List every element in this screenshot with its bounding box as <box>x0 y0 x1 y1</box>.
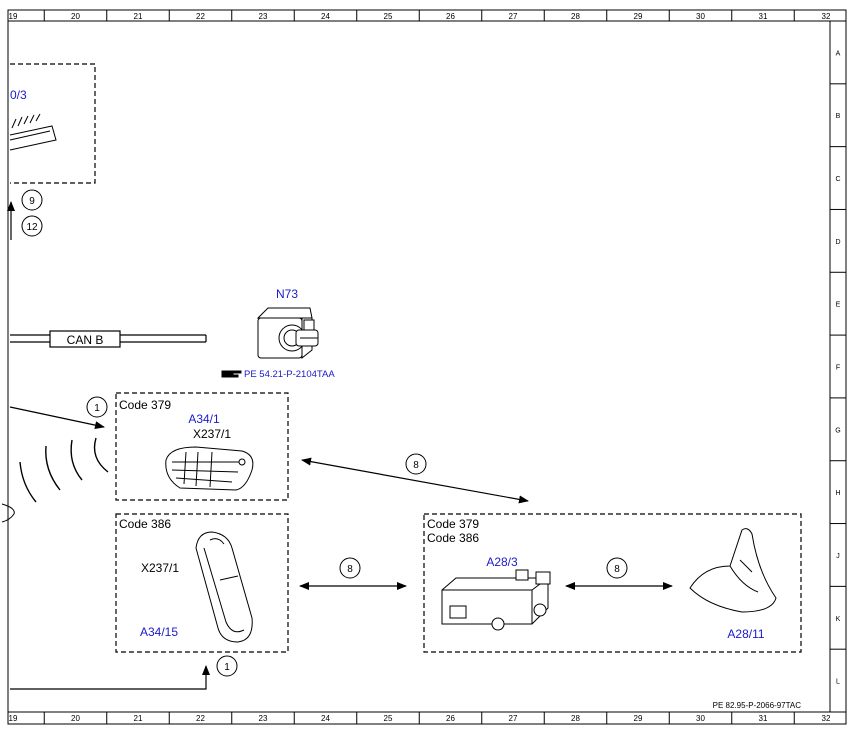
shark-fin-antenna-icon <box>689 528 777 613</box>
callout-8-mid-circle <box>339 557 361 579</box>
box-386-code: Code 386 <box>119 517 171 531</box>
key-holder-icon <box>195 531 253 643</box>
row-label: J <box>836 553 840 560</box>
row-grid <box>830 83 846 650</box>
column-label-top: 28 <box>571 12 580 21</box>
a34-15-label: A34/15 <box>140 625 178 639</box>
column-label-top: 20 <box>71 12 80 21</box>
box-379-code: Code 379 <box>119 398 171 412</box>
column-label-top: 30 <box>696 12 705 21</box>
box-right-code-b: Code 386 <box>427 531 479 545</box>
x237-1-label-top: X237/1 <box>193 427 231 441</box>
row-label: C <box>835 176 840 183</box>
column-label-top: 27 <box>509 12 518 21</box>
callout-12: 12 <box>26 222 38 233</box>
row-label: E <box>836 302 841 309</box>
column-label-top: 24 <box>321 12 330 21</box>
column-labels-bottom: 19 20 21 22 23 24 25 26 27 28 29 30 31 32 <box>9 714 831 723</box>
row-label: G <box>835 427 840 434</box>
ignition-switch-icon <box>256 307 319 360</box>
column-label-bottom: 21 <box>134 714 143 723</box>
column-label-bottom: 24 <box>321 714 330 723</box>
row-label: F <box>836 365 840 372</box>
frame-border <box>7 9 847 725</box>
column-label-bottom: 22 <box>196 714 205 723</box>
row-label: H <box>835 490 840 497</box>
callout-1-top-circle <box>86 396 108 418</box>
callout-9-circle <box>21 189 43 211</box>
callout-1-bottom: 1 <box>224 662 230 673</box>
row-label: L <box>836 679 840 686</box>
column-label-bottom: 30 <box>696 714 705 723</box>
column-label-top: 31 <box>759 12 768 21</box>
partial-dashed-box <box>10 63 96 184</box>
feed-arrow <box>10 665 210 690</box>
row-label: A <box>836 50 841 57</box>
callout-8-middle: 8 <box>347 564 353 575</box>
column-labels-top: 19 20 21 22 23 24 25 26 27 28 29 30 31 32 <box>9 12 831 21</box>
receiver-module-icon <box>441 569 551 631</box>
callout-9: 9 <box>29 196 35 207</box>
top-left-component-label: 0/3 <box>10 88 27 102</box>
callout-1-top: 1 <box>94 403 100 414</box>
column-label-bottom: 20 <box>71 714 80 723</box>
box-code-379-386 <box>423 513 802 653</box>
column-label-bottom: 19 <box>9 714 18 723</box>
column-label-bottom: 31 <box>759 714 768 723</box>
callout-8-diag-circle <box>405 453 427 475</box>
column-label-top: 29 <box>634 12 643 21</box>
row-label: D <box>835 239 840 246</box>
callout-8-right: 8 <box>614 564 620 575</box>
column-grid <box>43 10 795 724</box>
column-label-top: 26 <box>446 12 455 21</box>
a34-1-label: A34/1 <box>188 412 220 426</box>
reference-link[interactable]: PE 54.21-P-2104TAA <box>221 369 335 380</box>
column-label-top: 32 <box>822 12 831 21</box>
callout-12-circle <box>21 215 43 237</box>
partial-circle <box>1 503 15 523</box>
n73-reference[interactable]: PE 54.21-P-2104TAA <box>244 369 335 380</box>
double-arrow-diagonal <box>301 457 529 504</box>
column-label-bottom: 32 <box>822 714 831 723</box>
radio-wave-icon <box>19 437 109 503</box>
n73-label: N73 <box>276 287 298 301</box>
key-fob-icon <box>165 446 254 491</box>
column-label-top: 22 <box>196 12 205 21</box>
callout-8-diagonal: 8 <box>413 460 419 471</box>
row-label: K <box>836 616 841 623</box>
column-label-bottom: 28 <box>571 714 580 723</box>
signal-arrow <box>9 406 105 430</box>
can-bus-label: CAN B <box>67 333 104 347</box>
footer-reference: PE 82.95-P-2066-97TAC <box>713 701 802 710</box>
column-label-top: 21 <box>134 12 143 21</box>
a28-11-label: A28/11 <box>727 627 764 641</box>
box-code-386 <box>115 513 289 653</box>
box-code-379 <box>115 392 289 501</box>
column-label-bottom: 29 <box>634 714 643 723</box>
x237-1-label-bottom: X237/1 <box>141 561 179 575</box>
callout-1-bottom-circle <box>216 655 238 677</box>
connector-strip-icon <box>9 113 57 151</box>
can-bus: CAN B <box>10 330 207 348</box>
box-right-code-a: Code 379 <box>427 517 479 531</box>
callout-8-right-circle <box>606 557 628 579</box>
column-label-bottom: 23 <box>259 714 268 723</box>
column-label-top: 23 <box>259 12 268 21</box>
column-label-bottom: 27 <box>509 714 518 723</box>
column-label-bottom: 25 <box>384 714 393 723</box>
row-labels: A B C D E F G H J K L <box>835 50 840 685</box>
a28-3-label: A28/3 <box>486 555 518 569</box>
column-label-top: 25 <box>384 12 393 21</box>
pointing-hand-icon <box>221 370 242 378</box>
row-label: B <box>836 113 841 120</box>
column-label-bottom: 26 <box>446 714 455 723</box>
column-label-top: 19 <box>9 12 18 21</box>
